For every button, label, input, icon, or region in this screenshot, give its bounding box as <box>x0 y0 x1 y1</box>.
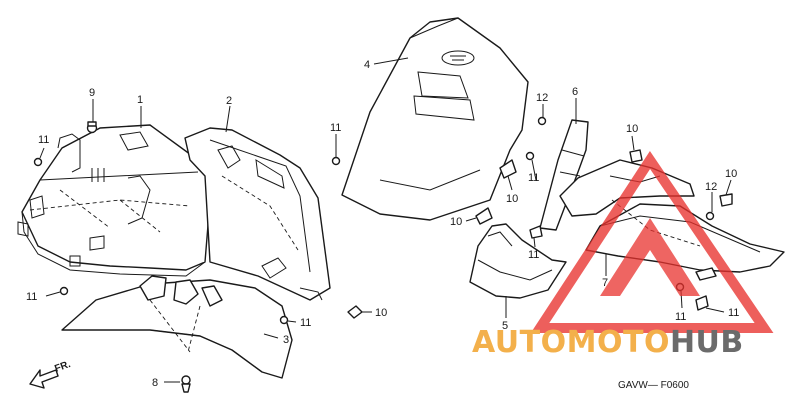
callout-11: 11 <box>528 172 539 184</box>
watermark-part2: HUB <box>669 325 744 360</box>
callout-6: 6 <box>572 86 578 98</box>
part-inner-fender <box>17 124 213 277</box>
direction-label: FR. <box>53 359 72 375</box>
watermark-part1: AUTOMOTO <box>472 325 670 360</box>
callout-11: 11 <box>728 307 739 319</box>
callout-11: 11 <box>528 249 539 261</box>
callout-11: 11 <box>26 291 37 303</box>
watermark-text: AUTOMOTOHUB <box>472 325 744 360</box>
watermark-logo-triangle <box>530 150 774 333</box>
callout-12: 12 <box>705 181 717 193</box>
callout-9: 9 <box>89 87 95 99</box>
callout-11: 11 <box>675 311 686 323</box>
callout-8: 8 <box>152 377 158 389</box>
leader-lines <box>39 57 732 383</box>
callout-10: 10 <box>626 123 638 135</box>
part-inner-panel <box>184 127 331 301</box>
callout-7: 7 <box>602 277 608 289</box>
callout-11: 11 <box>300 317 311 329</box>
part-bracket <box>539 119 589 231</box>
callout-1: 1 <box>137 94 143 106</box>
callout-11: 11 <box>38 134 49 146</box>
callout-10: 10 <box>725 168 737 180</box>
callout-3: 3 <box>283 334 289 346</box>
figure-code: GAVW— F0600 <box>618 380 689 391</box>
front-direction-arrow: FR. <box>29 359 72 389</box>
callout-11: 11 <box>330 122 341 134</box>
callout-labels: 9 11 1 2 11 11 11 10 3 8 4 5 6 12 10 10 … <box>26 59 739 389</box>
callout-10: 10 <box>506 193 518 205</box>
part-front-fender <box>61 275 293 379</box>
callout-2: 2 <box>226 95 232 107</box>
callout-10: 10 <box>450 216 462 228</box>
part-front-cover <box>341 17 529 221</box>
callout-4: 4 <box>364 59 370 71</box>
part-side-cover <box>469 223 567 299</box>
fasteners <box>33 116 733 393</box>
callout-12: 12 <box>536 92 548 104</box>
callout-10: 10 <box>375 307 387 319</box>
callout-5: 5 <box>502 320 508 332</box>
